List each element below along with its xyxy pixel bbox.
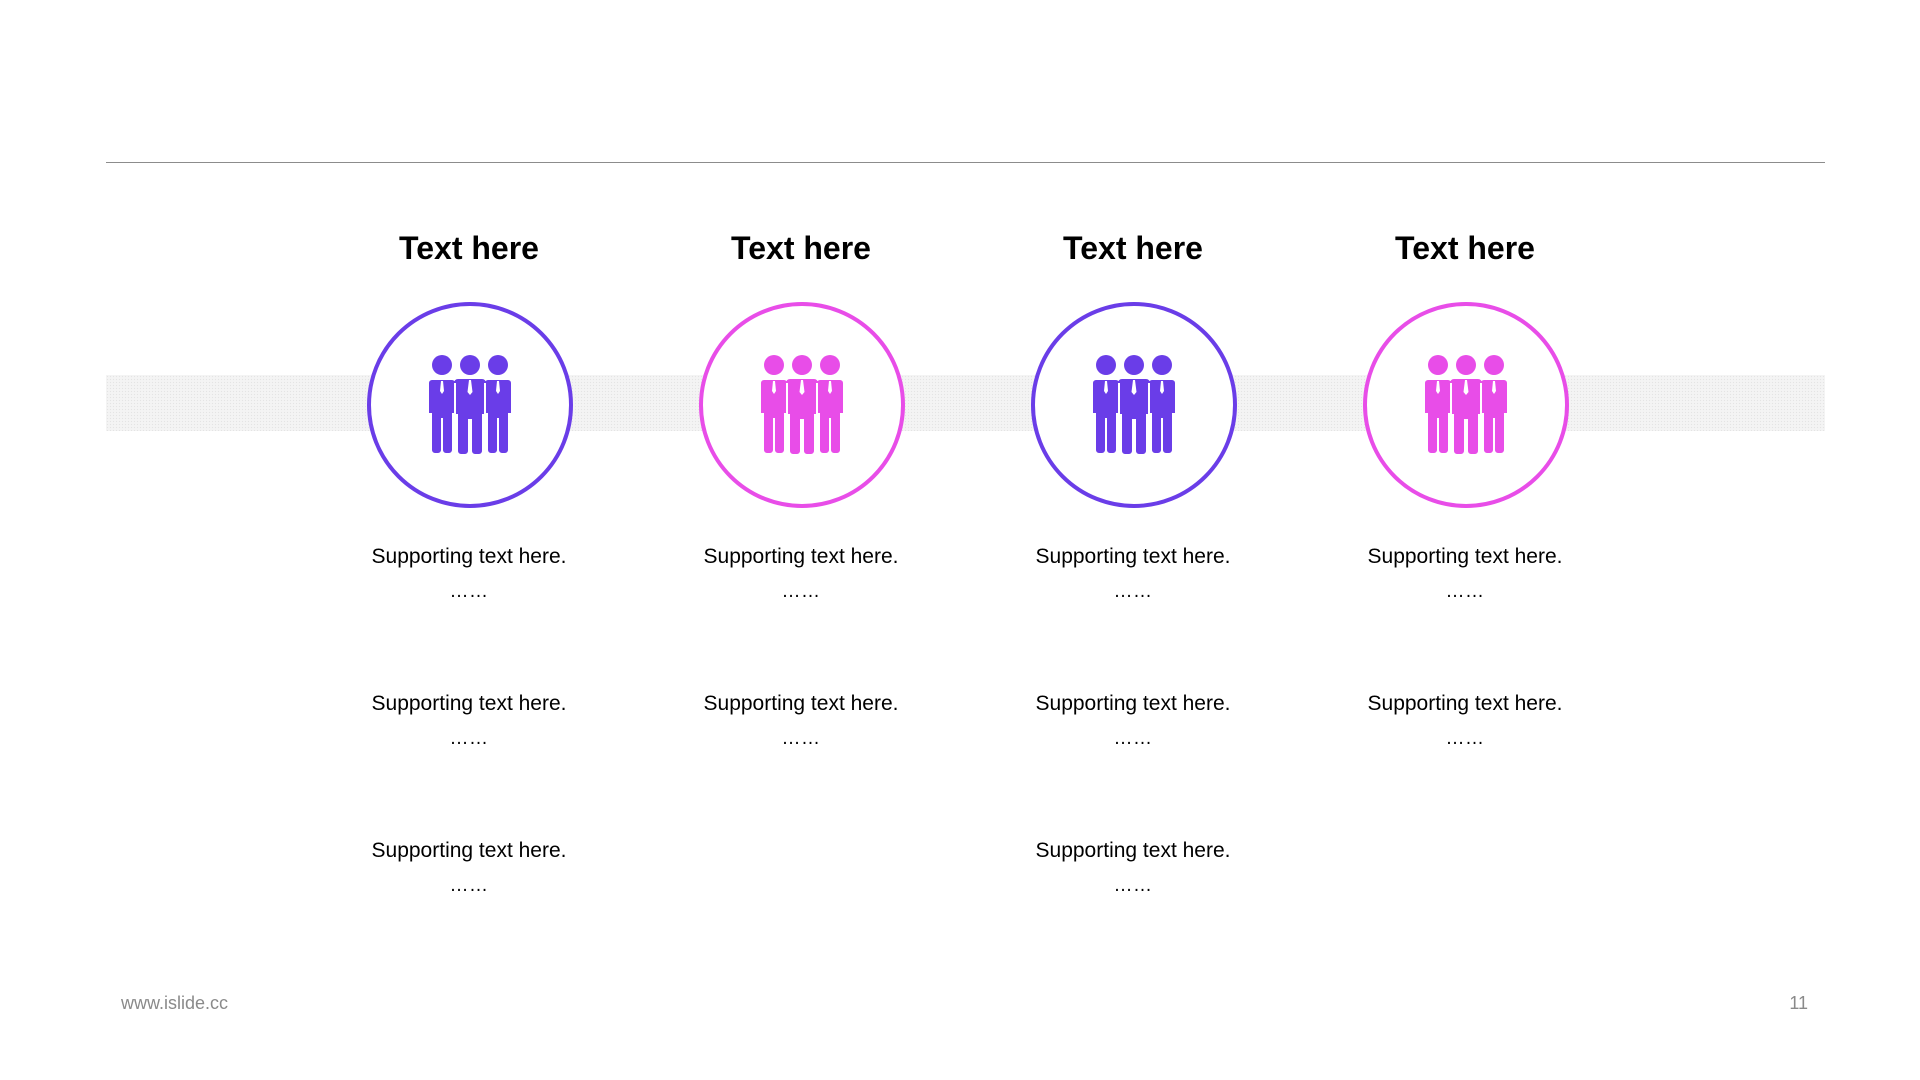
team-people-icon bbox=[1093, 355, 1175, 454]
supporting-item: Supporting text here. …… bbox=[636, 690, 966, 749]
supporting-item: Supporting text here. …… bbox=[968, 837, 1298, 896]
team-people-icon bbox=[1425, 355, 1507, 454]
team-people-icon bbox=[761, 355, 843, 454]
supporting-text: Supporting text here. bbox=[1367, 692, 1563, 715]
supporting-text: Supporting text here. bbox=[1035, 692, 1231, 715]
supporting-item: Supporting text here. …… bbox=[636, 543, 966, 602]
team-people-icon bbox=[429, 355, 511, 454]
icon-circle bbox=[1031, 302, 1237, 508]
top-divider bbox=[106, 162, 1825, 163]
supporting-item: Supporting text here. …… bbox=[968, 690, 1298, 749]
ellipsis-text: …… bbox=[449, 728, 489, 749]
ellipsis-text: …… bbox=[781, 728, 821, 749]
supporting-item: Supporting text here. …… bbox=[304, 543, 634, 602]
supporting-text: Supporting text here. bbox=[371, 692, 567, 715]
ellipsis-text: …… bbox=[1445, 581, 1485, 602]
ellipsis-text: …… bbox=[781, 581, 821, 602]
icon-circle bbox=[699, 302, 905, 508]
ellipsis-text: …… bbox=[1113, 581, 1153, 602]
supporting-text: Supporting text here. bbox=[371, 545, 567, 568]
supporting-item: Supporting text here. …… bbox=[1300, 690, 1630, 749]
column-title: Text here bbox=[731, 230, 871, 266]
ellipsis-text: …… bbox=[449, 875, 489, 896]
icon-circle bbox=[367, 302, 573, 508]
ellipsis-text: …… bbox=[1445, 728, 1485, 749]
ellipsis-text: …… bbox=[449, 581, 489, 602]
supporting-text: Supporting text here. bbox=[1367, 545, 1563, 568]
column-title: Text here bbox=[1063, 230, 1203, 266]
ellipsis-text: …… bbox=[1113, 875, 1153, 896]
supporting-text: Supporting text here. bbox=[371, 839, 567, 862]
supporting-text: Supporting text here. bbox=[703, 545, 899, 568]
column-title: Text here bbox=[1395, 230, 1535, 266]
column-title: Text here bbox=[399, 230, 539, 266]
supporting-item: Supporting text here. …… bbox=[968, 543, 1298, 602]
ellipsis-text: …… bbox=[1113, 728, 1153, 749]
supporting-text: Supporting text here. bbox=[703, 692, 899, 715]
supporting-item: Supporting text here. …… bbox=[1300, 543, 1630, 602]
supporting-item: Supporting text here. …… bbox=[304, 837, 634, 896]
icon-circle bbox=[1363, 302, 1569, 508]
footer-url: www.islide.cc bbox=[121, 993, 229, 1013]
supporting-text: Supporting text here. bbox=[1035, 545, 1231, 568]
supporting-text: Supporting text here. bbox=[1035, 839, 1231, 862]
supporting-item: Supporting text here. …… bbox=[304, 690, 634, 749]
page-number: 11 bbox=[1789, 993, 1808, 1013]
